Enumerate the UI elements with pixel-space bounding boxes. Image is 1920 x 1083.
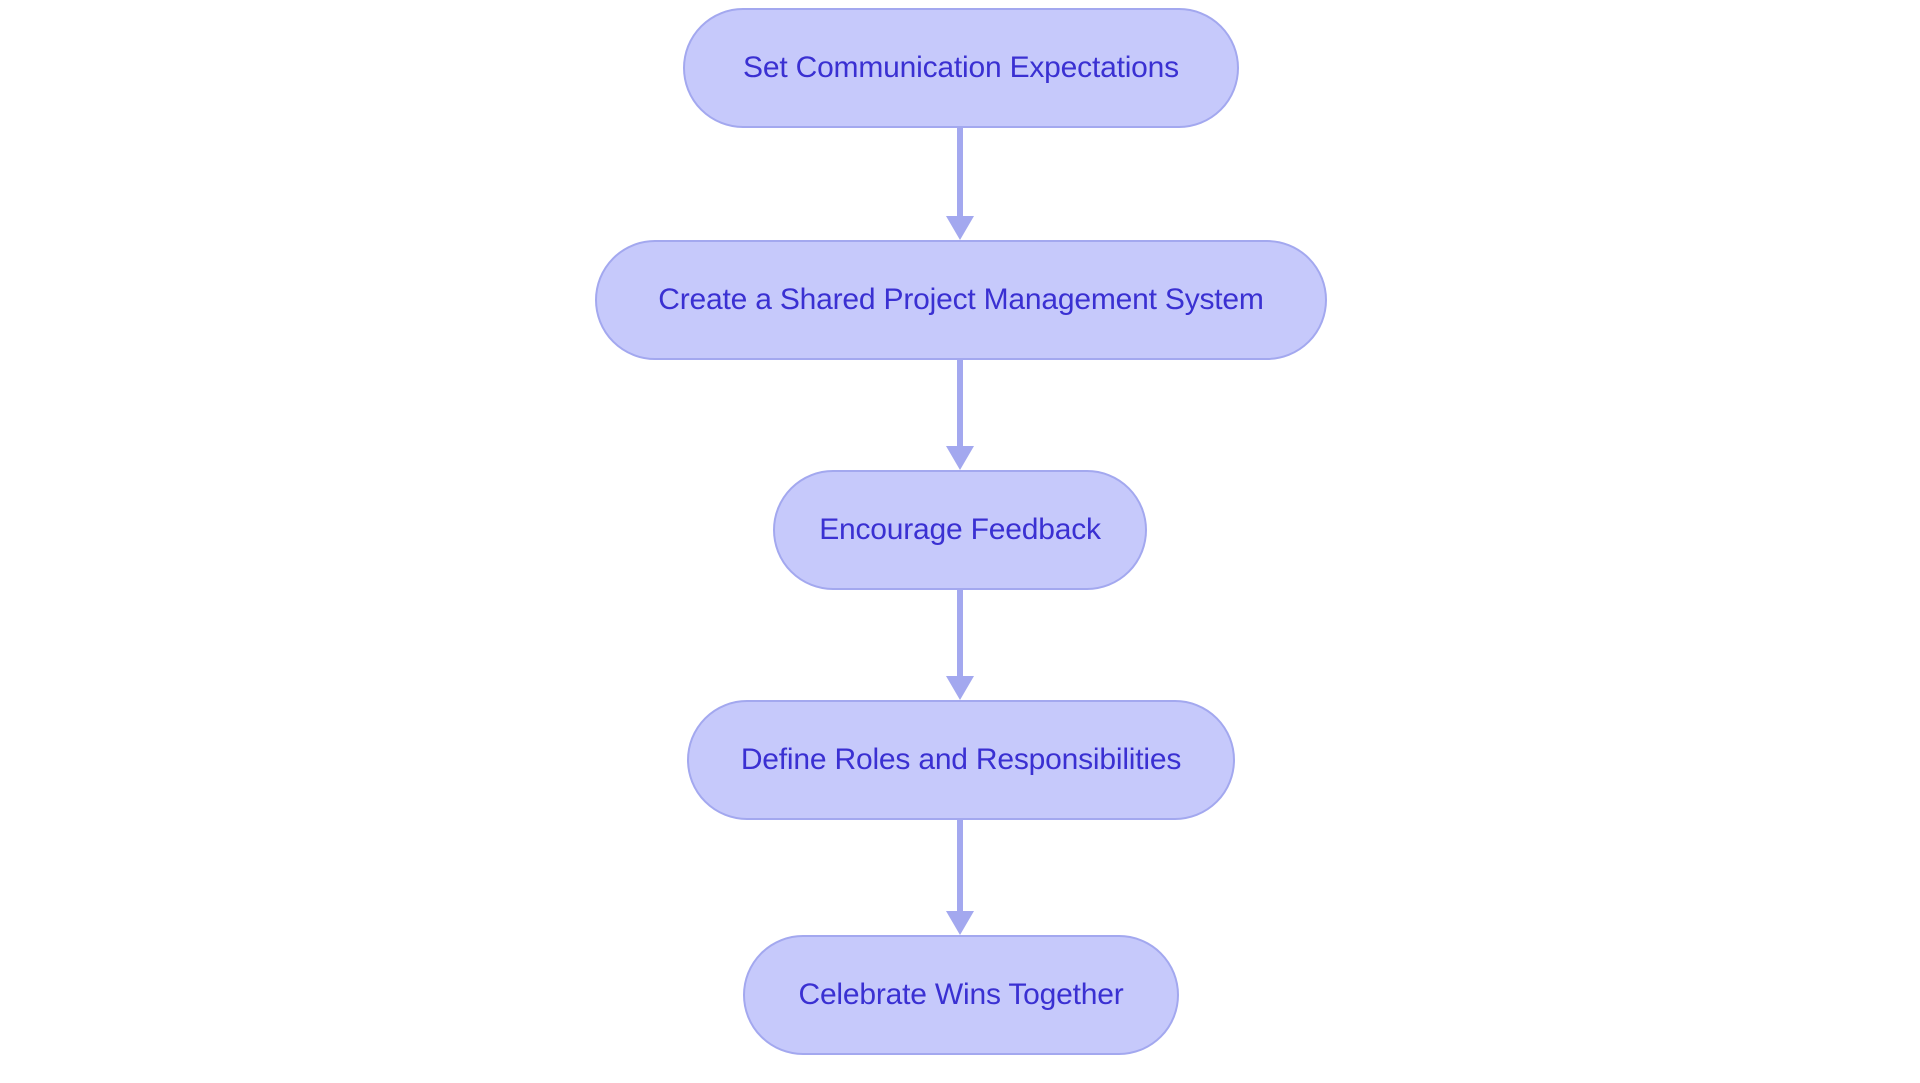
flow-node-create-a-shared-project-management-system[interactable]: Create a Shared Project Management Syste… (595, 240, 1327, 360)
flow-node-define-roles-and-responsibilities[interactable]: Define Roles and Responsibilities (687, 700, 1235, 820)
arrow-head-icon (946, 446, 974, 470)
flow-node-label: Create a Shared Project Management Syste… (658, 283, 1264, 316)
flow-node-label: Encourage Feedback (819, 513, 1101, 546)
arrow-head-icon (946, 216, 974, 240)
arrow-line (957, 590, 963, 676)
arrow-head-icon (946, 676, 974, 700)
flow-arrow-node0-to-node1 (946, 128, 974, 240)
flow-arrow-node1-to-node2 (946, 360, 974, 470)
flow-arrow-node3-to-node4 (946, 820, 974, 935)
arrow-line (957, 360, 963, 446)
flow-node-label: Celebrate Wins Together (798, 978, 1124, 1011)
arrow-head-icon (946, 911, 974, 935)
arrow-line (957, 820, 963, 911)
flow-node-label: Define Roles and Responsibilities (740, 743, 1182, 776)
flow-arrow-node2-to-node3 (946, 590, 974, 700)
flow-node-set-communication-expectations[interactable]: Set Communication Expectations (683, 8, 1239, 128)
flow-node-label: Set Communication Expectations (743, 51, 1179, 84)
flow-node-celebrate-wins-together[interactable]: Celebrate Wins Together (743, 935, 1179, 1055)
arrow-line (957, 128, 963, 216)
flow-node-encourage-feedback[interactable]: Encourage Feedback (773, 470, 1147, 590)
